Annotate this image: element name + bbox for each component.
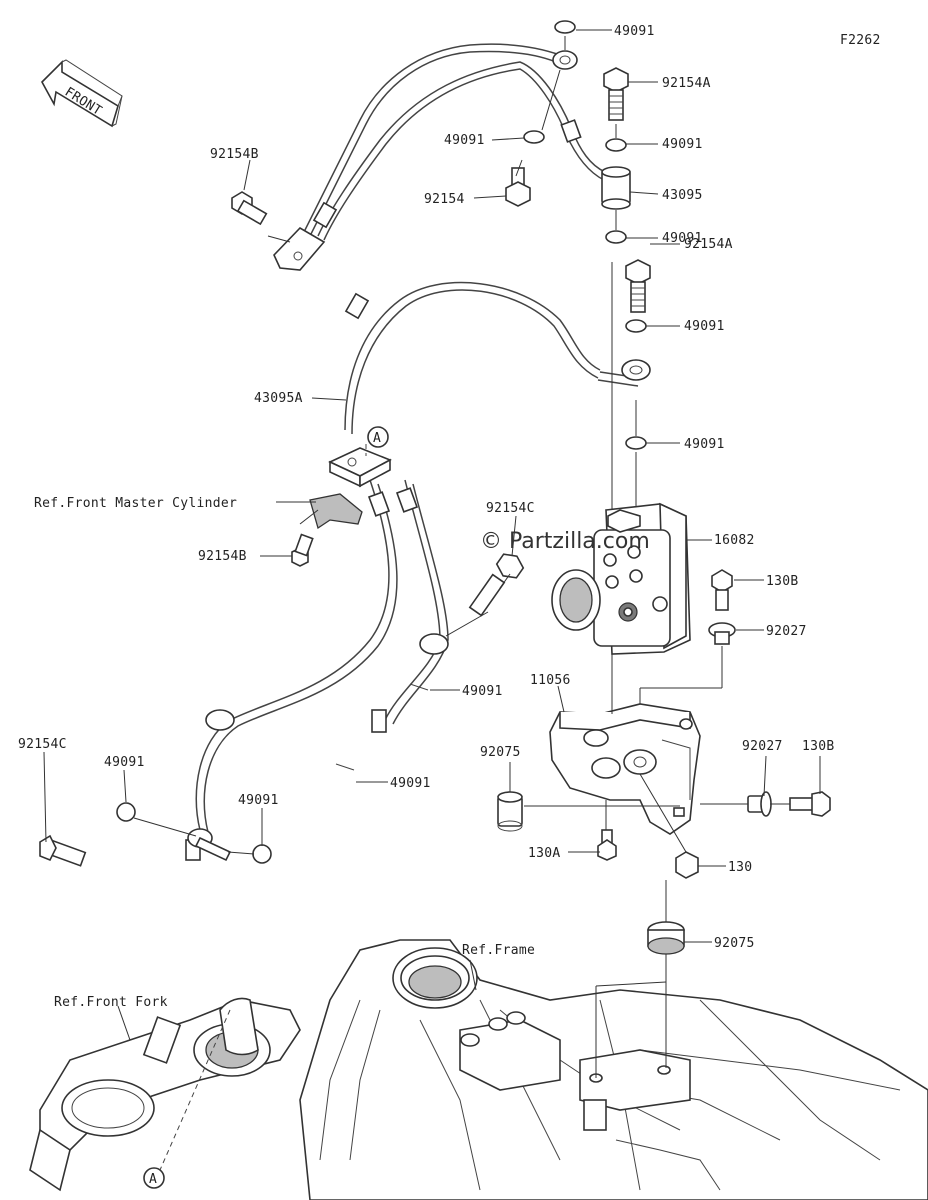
banjo-bolt-c-icon [468, 553, 525, 617]
collar-icon [708, 622, 736, 645]
washer-icon [409, 683, 429, 691]
washer-icon [116, 802, 136, 822]
bleeder-bolt-icon [505, 167, 531, 207]
abs-hydraulic-unit [551, 502, 691, 655]
part-number-label: 92075 [480, 745, 521, 760]
washer-icon [625, 319, 647, 333]
washer-icon [252, 844, 272, 864]
callout-a-icon: A [367, 426, 389, 448]
bolt-icon [291, 533, 314, 567]
svg-text:A: A [149, 1172, 157, 1187]
part-number-label: 49091 [390, 776, 431, 791]
part-number-label: 49091 [104, 755, 145, 770]
callout-a-icon: A [143, 1167, 165, 1189]
part-number-label: 92154A [662, 76, 711, 91]
part-number-label: 130B [766, 574, 799, 589]
part-number-label: 92154C [486, 501, 535, 516]
part-number-label: 43095A [254, 391, 303, 406]
ref-front-fork-label: Ref.Front Fork [54, 995, 168, 1010]
bolt-icon [231, 191, 268, 226]
leader-lines [43, 29, 821, 1171]
part-number-label: 92154C [18, 737, 67, 752]
washer-icon [335, 763, 355, 771]
collar-icon [747, 791, 772, 817]
frame-reference [299, 939, 928, 1200]
grommet-icon [497, 791, 523, 832]
part-number-label: 49091 [444, 133, 485, 148]
part-number-label: 49091 [462, 684, 503, 699]
part-number-label: 43095 [662, 188, 703, 203]
part-number-label: 92154A [684, 237, 733, 252]
front-fork-reference [29, 997, 301, 1192]
figure-code: F2262 [840, 33, 881, 48]
part-number-label: 92027 [742, 739, 783, 754]
part-number-label: 92154B [198, 549, 247, 564]
svg-text:A: A [373, 431, 381, 446]
washer-icon [625, 436, 647, 450]
part-number-label: 49091 [662, 137, 703, 152]
part-number-label: 130B [802, 739, 835, 754]
grommet-icon [647, 921, 685, 955]
middle-brake-hose [185, 281, 651, 862]
master-cylinder-joint [328, 447, 392, 488]
bolt-icon [789, 791, 831, 817]
part-number-label: 49091 [238, 793, 279, 808]
bolt-icon [597, 829, 617, 861]
washer-icon [554, 20, 576, 34]
part-number-label: 49091 [614, 24, 655, 39]
nut-icon [675, 851, 699, 879]
washer-icon [523, 130, 545, 144]
abs-mounting-bracket [549, 703, 701, 835]
part-number-label: 92027 [766, 624, 807, 639]
part-number-label: 49091 [684, 437, 725, 452]
part-number-label: 92154 [424, 192, 465, 207]
watermark: © Partzilla.com [480, 529, 650, 554]
banjo-bolt-icon [603, 67, 629, 121]
ref-master-cylinder-label: Ref.Front Master Cylinder [34, 496, 237, 511]
part-number-label: 130 [728, 860, 752, 875]
washer-icon [605, 230, 627, 244]
ref-frame-label: Ref.Frame [462, 943, 535, 958]
banjo-bolt-icon [625, 259, 651, 313]
upper-brake-hose [273, 43, 606, 271]
banjo-bolt-c-icon [39, 834, 87, 867]
front-arrow-icon: FRONT [41, 59, 123, 128]
part-number-label: 92154B [210, 147, 259, 162]
part-number-label: 49091 [684, 319, 725, 334]
hose-joint-43095 [601, 166, 631, 210]
part-number-label: 130A [528, 846, 561, 861]
bolt-icon [711, 569, 733, 611]
master-cylinder-bracket [309, 493, 363, 530]
part-number-label: 16082 [714, 533, 755, 548]
part-number-label: 49091 [662, 231, 703, 246]
washer-icon [605, 138, 627, 152]
part-number-label: 11056 [530, 673, 571, 688]
part-number-label: 92075 [714, 936, 755, 951]
